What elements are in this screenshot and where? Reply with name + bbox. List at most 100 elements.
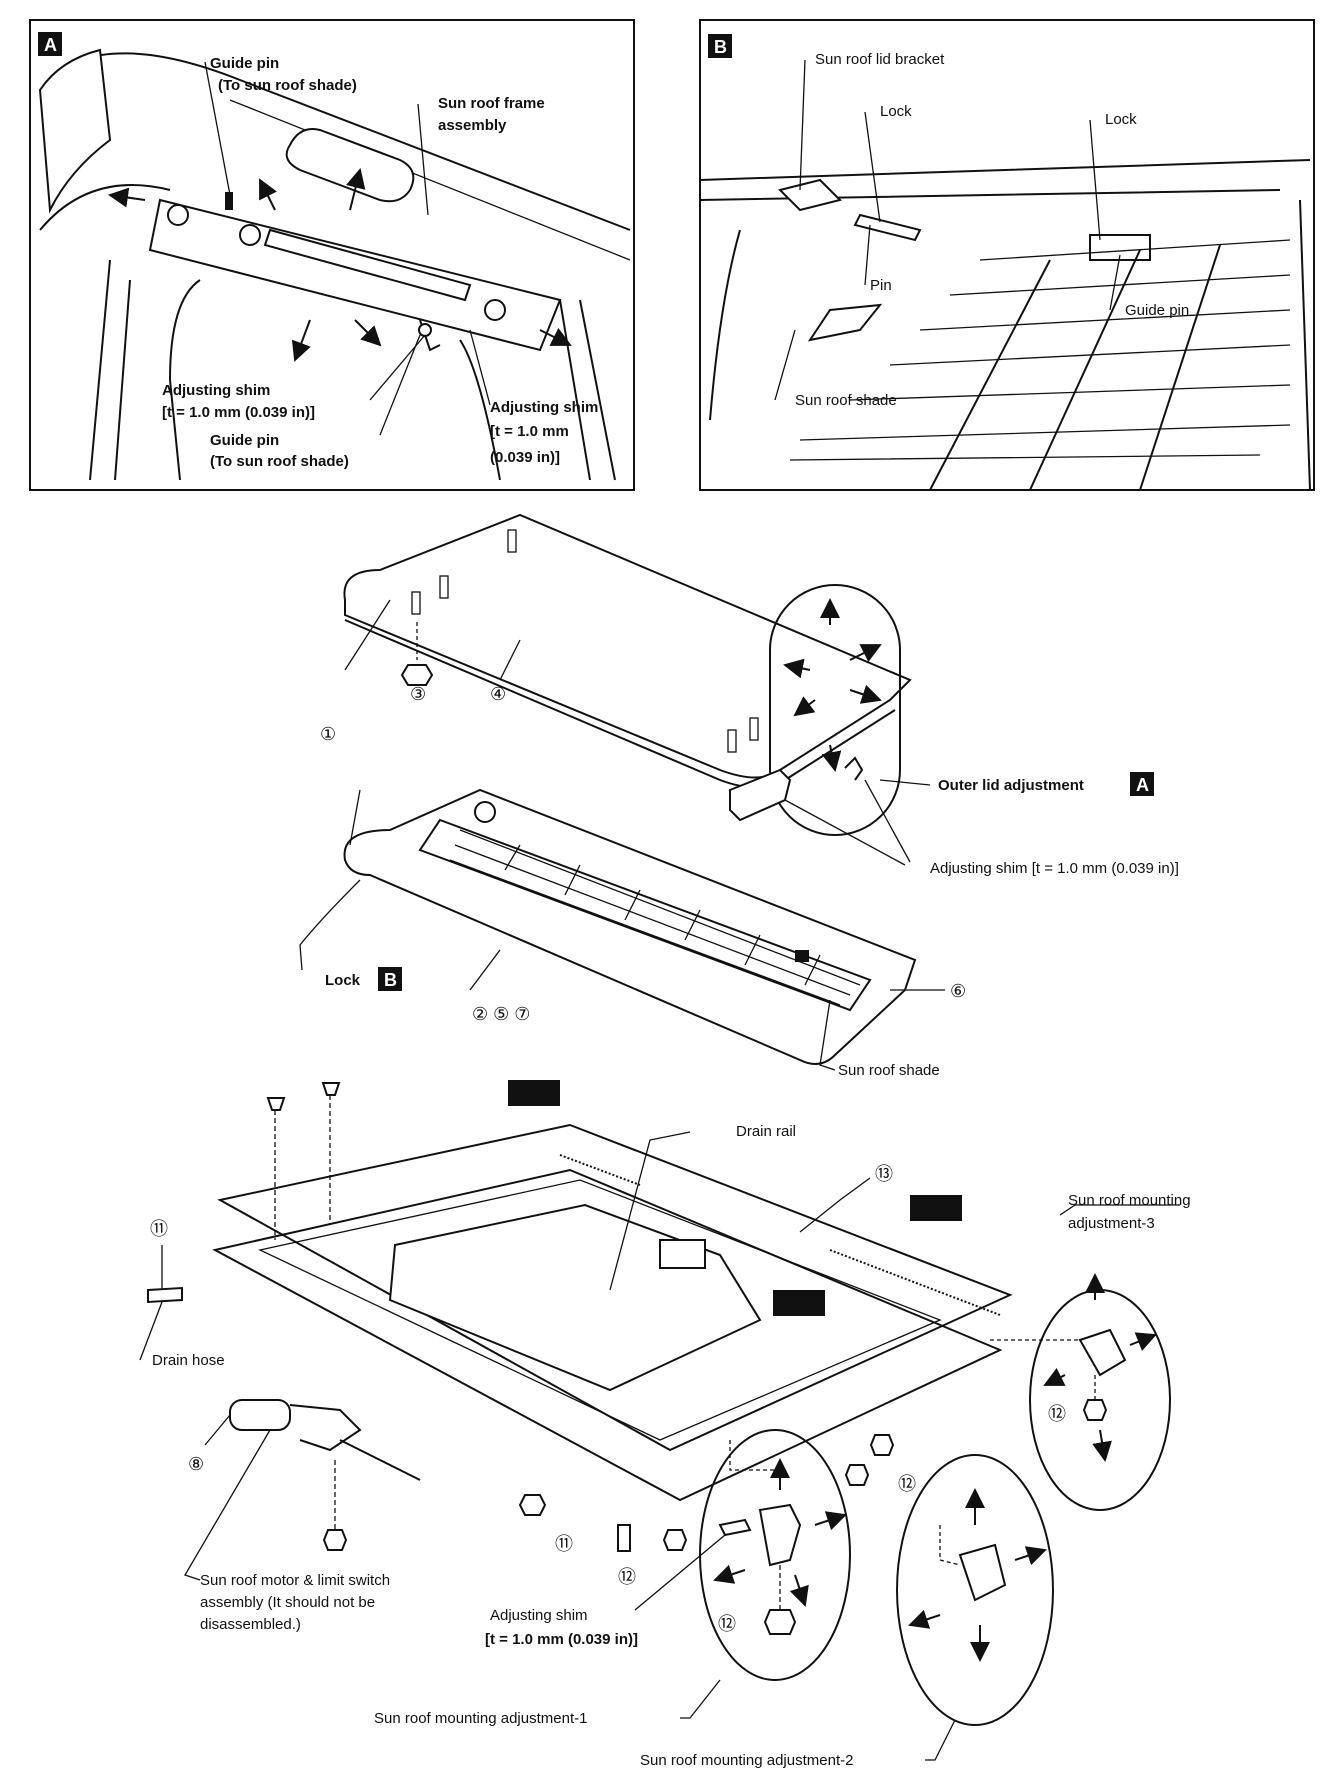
lock-knob	[474, 801, 496, 823]
label-mount1: Sun roof mounting adjustment-1	[374, 1710, 587, 1727]
arrow-m1-left	[713, 1564, 746, 1584]
leader-mount3	[1059, 1204, 1180, 1216]
frame-outer	[212, 1168, 1003, 1502]
bottom-fasteners: ⑪ ⑫ ⑫	[518, 1434, 916, 1587]
frame-left-rail	[89, 259, 131, 481]
leader-mount1	[680, 1679, 721, 1719]
mount1-shim	[718, 1518, 752, 1537]
inner-panel-window	[418, 818, 872, 1012]
label-n12-circle1: ⑫	[718, 1614, 736, 1634]
panel-b-frame	[699, 19, 1315, 491]
mount-adjust-1: ⑫	[699, 1429, 851, 1681]
nut-3	[400, 664, 434, 686]
arrow-lid-right	[849, 684, 882, 704]
leader-lock	[299, 879, 361, 971]
label-motor-3: disassembled.)	[200, 1616, 301, 1633]
label-shim-left-2: [t = 1.0 mm (0.039 in)]	[162, 404, 315, 421]
label-n11-left: ⑪	[150, 1219, 168, 1239]
nut-n12-right-b	[869, 1434, 895, 1456]
bracket-slot	[285, 128, 415, 203]
label-lock: Lock	[325, 972, 361, 989]
frame-inner-edge	[229, 99, 631, 261]
label-n4: ④	[490, 684, 506, 704]
label-guide-pin-bottom: Guide pin	[210, 432, 279, 449]
outer-lid-adjust-oval	[769, 584, 901, 836]
motor-assembly: ⑧ Sun roof motor & limit switch assembly…	[184, 1399, 421, 1633]
bolt-mid	[239, 224, 261, 246]
frame-slot	[659, 1239, 706, 1269]
label-n12-right: ⑫	[898, 1474, 916, 1494]
leader-shade	[819, 999, 836, 1071]
leader-shim-mid	[784, 779, 911, 866]
frame-arc	[39, 184, 171, 231]
leader-n4	[499, 639, 521, 681]
leader-pin	[864, 224, 871, 286]
label-frame-2: assembly	[438, 117, 507, 134]
mount2-bracket	[958, 1543, 1007, 1602]
bracket-rail	[263, 228, 472, 302]
motor-shape	[229, 1399, 291, 1431]
arrow-a-left	[108, 187, 146, 208]
arrow-lid-up-right	[849, 644, 882, 662]
leader-lock-right	[1089, 119, 1101, 241]
drain-hose-shape	[147, 1286, 183, 1304]
panel-b-tag-box	[708, 34, 732, 58]
frame-labels: Drain rail ⑬ ⑪ Drain hose Sun roof mount…	[139, 1123, 1191, 1369]
leader-n2	[469, 949, 501, 991]
label-motor-2: assembly (It should not be	[200, 1594, 375, 1611]
label-motor-1: Sun roof motor & limit switch	[200, 1572, 390, 1589]
arrow-m1-right	[814, 1511, 847, 1531]
label-shade: Sun roof shade	[795, 392, 897, 409]
arrow-a-up-left	[259, 178, 277, 211]
frame-assembly	[212, 1080, 1013, 1502]
label-n11-bottom: ⑪	[555, 1534, 573, 1554]
label-lock-left: Lock	[880, 103, 912, 120]
leader-motor	[184, 1429, 271, 1581]
frame-corner	[38, 48, 112, 214]
arrow-lid-down-left	[793, 696, 816, 717]
leader-drain-hose	[139, 1301, 163, 1361]
arrow-lid-down	[821, 744, 842, 772]
panel-a-tag-box	[38, 32, 62, 56]
arrow-a-right	[539, 328, 572, 346]
outer-lid-tag-box	[1130, 772, 1154, 796]
mount2-oval	[896, 1454, 1054, 1726]
mount3-nut	[1082, 1399, 1108, 1421]
outer-lid-tag: A	[1136, 775, 1149, 795]
label-shim-right-2: [t = 1.0 mm	[490, 423, 569, 440]
leader-shade	[774, 329, 796, 401]
bolt-left	[167, 204, 189, 226]
frame-inner	[258, 1179, 942, 1441]
leader-outer-lid	[879, 779, 931, 786]
frame-right-rail	[559, 299, 616, 481]
leader-guide-pin-bottom	[379, 334, 421, 436]
shade-clip	[795, 950, 809, 962]
leader-shim-bottom	[634, 1534, 726, 1611]
label-n257: ② ⑤ ⑦	[472, 1004, 530, 1024]
panel-a-frame	[29, 19, 635, 491]
label-drain-rail: Drain rail	[736, 1123, 796, 1140]
arrow-m3-left	[1043, 1368, 1066, 1386]
shade-right-edge	[1299, 199, 1311, 491]
mount1-bracket	[758, 1503, 802, 1567]
motor-cable	[339, 1439, 421, 1481]
mount1-leader-dash	[729, 1440, 775, 1471]
label-shim-bottom-1: Adjusting shim	[490, 1607, 588, 1624]
leader-frame	[417, 103, 429, 216]
arrow-m3-down	[1092, 1429, 1112, 1462]
leader-guide-pin	[1109, 254, 1121, 311]
outer-lid	[343, 513, 912, 789]
leader-guide-pin-top	[204, 61, 231, 196]
mount2-leader-dash	[939, 1525, 961, 1566]
label-lock-right: Lock	[1105, 111, 1137, 128]
label-n3: ③	[410, 684, 426, 704]
label-frame-1: Sun roof frame	[438, 95, 545, 112]
guide-pin-top-shape	[225, 192, 233, 210]
arrow-m2-left	[908, 1609, 941, 1629]
label-mount2: Sun roof mounting adjustment-2	[640, 1752, 853, 1769]
label-guide-pin-bottom-sub: (To sun roof shade)	[210, 453, 349, 470]
bottom-shim-label: Adjusting shim [t = 1.0 mm (0.039 in)] S…	[374, 1534, 726, 1727]
arrow-m2-right	[1014, 1546, 1047, 1566]
shim-clip-mid	[844, 756, 864, 781]
lock-tag: B	[384, 970, 397, 990]
